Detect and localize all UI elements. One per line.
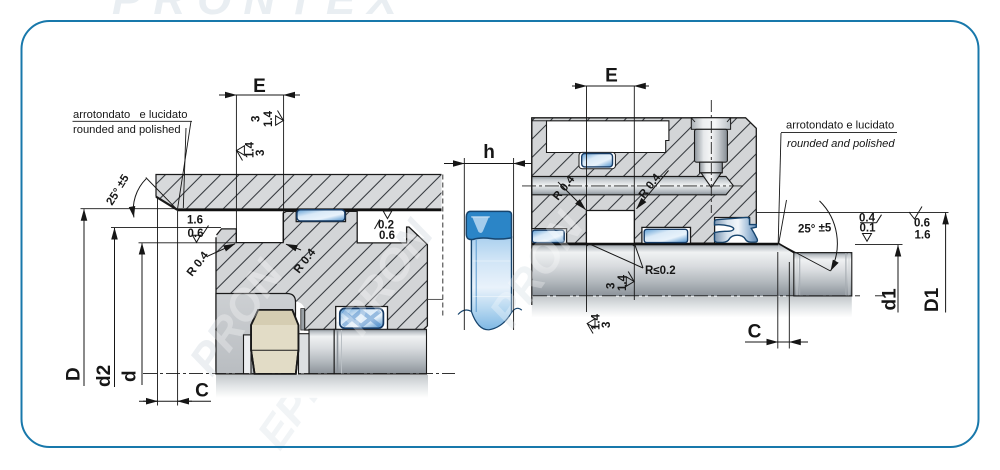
svg-text:E: E (253, 76, 266, 97)
svg-text:0.6: 0.6 (914, 218, 930, 230)
svg-text:rounded and polished: rounded and polished (787, 138, 895, 150)
svg-text:E: E (605, 66, 618, 87)
svg-text:D1: D1 (922, 287, 943, 312)
svg-text:rounded and polished: rounded and polished (73, 124, 181, 136)
svg-text:0.6: 0.6 (379, 230, 395, 242)
svg-text:3: 3 (255, 150, 267, 156)
svg-text:arrotondato e lucidato: arrotondato e lucidato (73, 109, 187, 121)
svg-text:1.6: 1.6 (187, 215, 203, 227)
svg-text:R≤0.2: R≤0.2 (645, 265, 676, 277)
svg-text:1.4: 1.4 (617, 274, 629, 291)
svg-text:d1: d1 (880, 288, 901, 311)
svg-text:arrotondato e lucidato: arrotondato e lucidato (786, 120, 894, 132)
svg-text:D: D (64, 367, 85, 381)
svg-text:1.4: 1.4 (245, 141, 257, 158)
svg-text:h: h (483, 142, 495, 163)
svg-text:C: C (195, 381, 209, 402)
svg-text:3: 3 (606, 283, 618, 289)
svg-text:0.1: 0.1 (860, 223, 877, 235)
svg-text:d2: d2 (94, 365, 115, 387)
svg-text:25° ±5: 25° ±5 (798, 223, 832, 236)
svg-text:0.2: 0.2 (378, 220, 394, 232)
svg-text:C: C (748, 322, 762, 343)
svg-text:1.6: 1.6 (915, 230, 931, 242)
svg-text:0.6: 0.6 (188, 228, 204, 240)
svg-text:1.4: 1.4 (263, 110, 275, 127)
svg-text:0.4: 0.4 (859, 213, 876, 225)
svg-text:d: d (120, 370, 141, 382)
svg-text:3: 3 (251, 116, 263, 122)
svg-text:1.4: 1.4 (591, 313, 603, 330)
svg-text:3: 3 (601, 322, 613, 328)
